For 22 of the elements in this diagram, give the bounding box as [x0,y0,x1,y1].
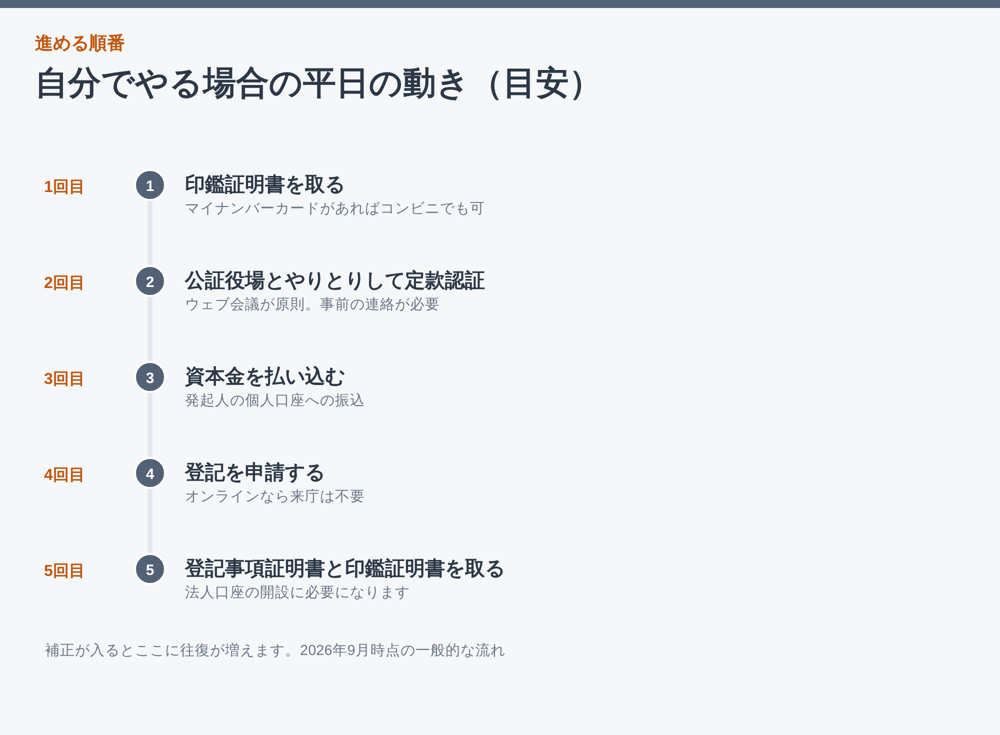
step-title: 登記を申請する [185,461,325,486]
timeline-track [148,201,152,265]
visit-count-label: 2回目 [44,274,85,294]
step-note: 法人口座の開設に必要になります [185,584,410,603]
visit-count-label: 5回目 [44,562,85,582]
step-title: 登記事項証明書と印鑑証明書を取る [185,557,505,582]
section-kicker: 進める順番 [35,32,125,55]
step-note: 発起人の個人口座への振込 [185,392,365,411]
step-note: マイナンバーカードがあればコンビニでも可 [185,200,485,219]
timeline-track [148,393,152,457]
footnote: 補正が入るとここに往復が増えます。2026年9月時点の一般的な流れ [45,642,506,661]
visit-count-label: 1回目 [44,178,85,198]
page-title: 自分でやる場合の平日の動き（目安） [35,63,602,103]
visit-count-label: 4回目 [44,466,85,486]
visit-count-label: 3回目 [44,370,85,390]
step-note: ウェブ会議が原則。事前の連絡が必要 [185,296,440,315]
timeline-track [148,297,152,361]
step-title: 公証役場とやりとりして定款認証 [185,268,485,294]
timeline-track [148,489,152,553]
step-note: オンラインなら来庁は不要 [185,488,365,507]
step-title: 資本金を払い込む [185,365,345,390]
step-title: 印鑑証明書を取る [185,173,345,198]
